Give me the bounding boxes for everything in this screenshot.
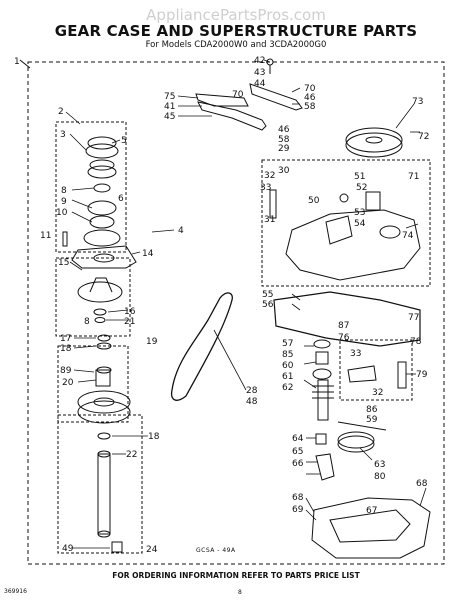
callout-72: 72: [418, 132, 429, 142]
callout-6: 6: [118, 194, 124, 204]
callout-64: 64: [292, 434, 304, 444]
group-box-2: [55, 121, 127, 253]
callout-51: 51: [354, 172, 365, 182]
callout-18b: 18: [148, 432, 160, 442]
callout-15: 15: [58, 258, 69, 268]
callout-4: 4: [178, 226, 184, 236]
callout-45: 45: [164, 112, 175, 122]
callout-76: 76: [338, 333, 350, 343]
callout-60: 60: [282, 361, 294, 371]
callout-55: 55: [262, 290, 273, 300]
callout-62: 62: [282, 383, 293, 393]
callout-31: 31: [264, 215, 275, 225]
callout-30: 30: [278, 166, 290, 176]
group-box-15: [55, 257, 131, 337]
callout-19: 19: [146, 337, 158, 347]
callout-21: 21: [124, 317, 135, 327]
group-box-24: [57, 414, 143, 554]
callout-24: 24: [146, 545, 158, 555]
callout-57: 57: [282, 339, 293, 349]
callout-49: 49: [62, 544, 74, 554]
page-subtitle: For Models CDA2000W0 and 3CDA2000G0: [145, 40, 327, 50]
callout-73: 73: [412, 97, 423, 107]
callout-68: 68: [292, 493, 304, 503]
callout-71: 71: [408, 172, 419, 182]
callout-3: 3: [60, 130, 66, 140]
ordering-info-footer: FOR ORDERING INFORMATION REFER TO PARTS …: [112, 571, 360, 580]
callout-33b: 33: [350, 349, 361, 359]
callout-41: 41: [164, 102, 175, 112]
callout-75: 75: [164, 92, 175, 102]
callout-86: 86: [366, 405, 378, 415]
callout-79: 79: [416, 370, 428, 380]
document-id: 369916: [4, 588, 27, 595]
callout-8b: 8: [84, 317, 90, 327]
callout-59: 59: [366, 415, 378, 425]
callout-53: 53: [354, 208, 365, 218]
callout-10: 10: [56, 208, 68, 218]
callout-65: 65: [292, 447, 303, 457]
group-box-76: [339, 339, 413, 401]
callout-46b: 46: [278, 125, 290, 135]
callout-69: 69: [292, 505, 304, 515]
callout-14: 14: [142, 249, 154, 259]
callout-54: 54: [354, 219, 366, 229]
callout-78: 78: [410, 337, 422, 347]
page-number: 8: [238, 589, 242, 596]
callout-50: 50: [308, 196, 320, 206]
callout-17: 17: [60, 334, 71, 344]
watermark: AppliancePartsPros.com: [146, 6, 326, 24]
group-box-29: [261, 159, 431, 287]
callout-66: 66: [292, 459, 304, 469]
callout-67: 67: [366, 506, 377, 516]
callout-2: 2: [58, 107, 64, 117]
callout-85: 85: [282, 350, 293, 360]
callout-70: 70: [232, 90, 244, 100]
callout-58b: 58: [278, 135, 290, 145]
callout-42: 42: [254, 56, 265, 66]
callout-48: 48: [246, 397, 258, 407]
callout-11: 11: [40, 231, 51, 241]
callout-8: 8: [61, 186, 67, 196]
callout-63: 63: [374, 460, 385, 470]
callout-43: 43: [254, 68, 265, 78]
callout-44: 44: [254, 79, 266, 89]
callout-1: 1: [14, 57, 20, 67]
callout-18: 18: [60, 344, 72, 354]
callout-87: 87: [338, 321, 349, 331]
callout-74: 74: [402, 231, 414, 241]
callout-32b: 32: [372, 388, 383, 398]
diagram-border: [27, 61, 445, 565]
callout-89: 89: [60, 366, 72, 376]
callout-77: 77: [408, 313, 419, 323]
callout-80: 80: [374, 472, 386, 482]
callout-61: 61: [282, 372, 293, 382]
callout-58: 58: [304, 102, 316, 112]
callout-52: 52: [356, 183, 367, 193]
callout-28: 28: [246, 386, 258, 396]
callout-68b: 68: [416, 479, 428, 489]
callout-9: 9: [61, 197, 67, 207]
callout-20: 20: [62, 378, 74, 388]
figure-code: GCSA - 49A: [196, 547, 236, 554]
callout-70b: 70: [304, 84, 316, 94]
callout-5: 5: [121, 136, 127, 146]
page-title: GEAR CASE AND SUPERSTRUCTURE PARTS: [54, 22, 418, 40]
callout-46: 46: [304, 93, 316, 103]
callout-22: 22: [126, 450, 137, 460]
callout-33: 33: [260, 183, 271, 193]
callout-56: 56: [262, 300, 274, 310]
callout-16: 16: [124, 307, 136, 317]
callout-29: 29: [278, 144, 290, 154]
callout-32: 32: [264, 171, 275, 181]
